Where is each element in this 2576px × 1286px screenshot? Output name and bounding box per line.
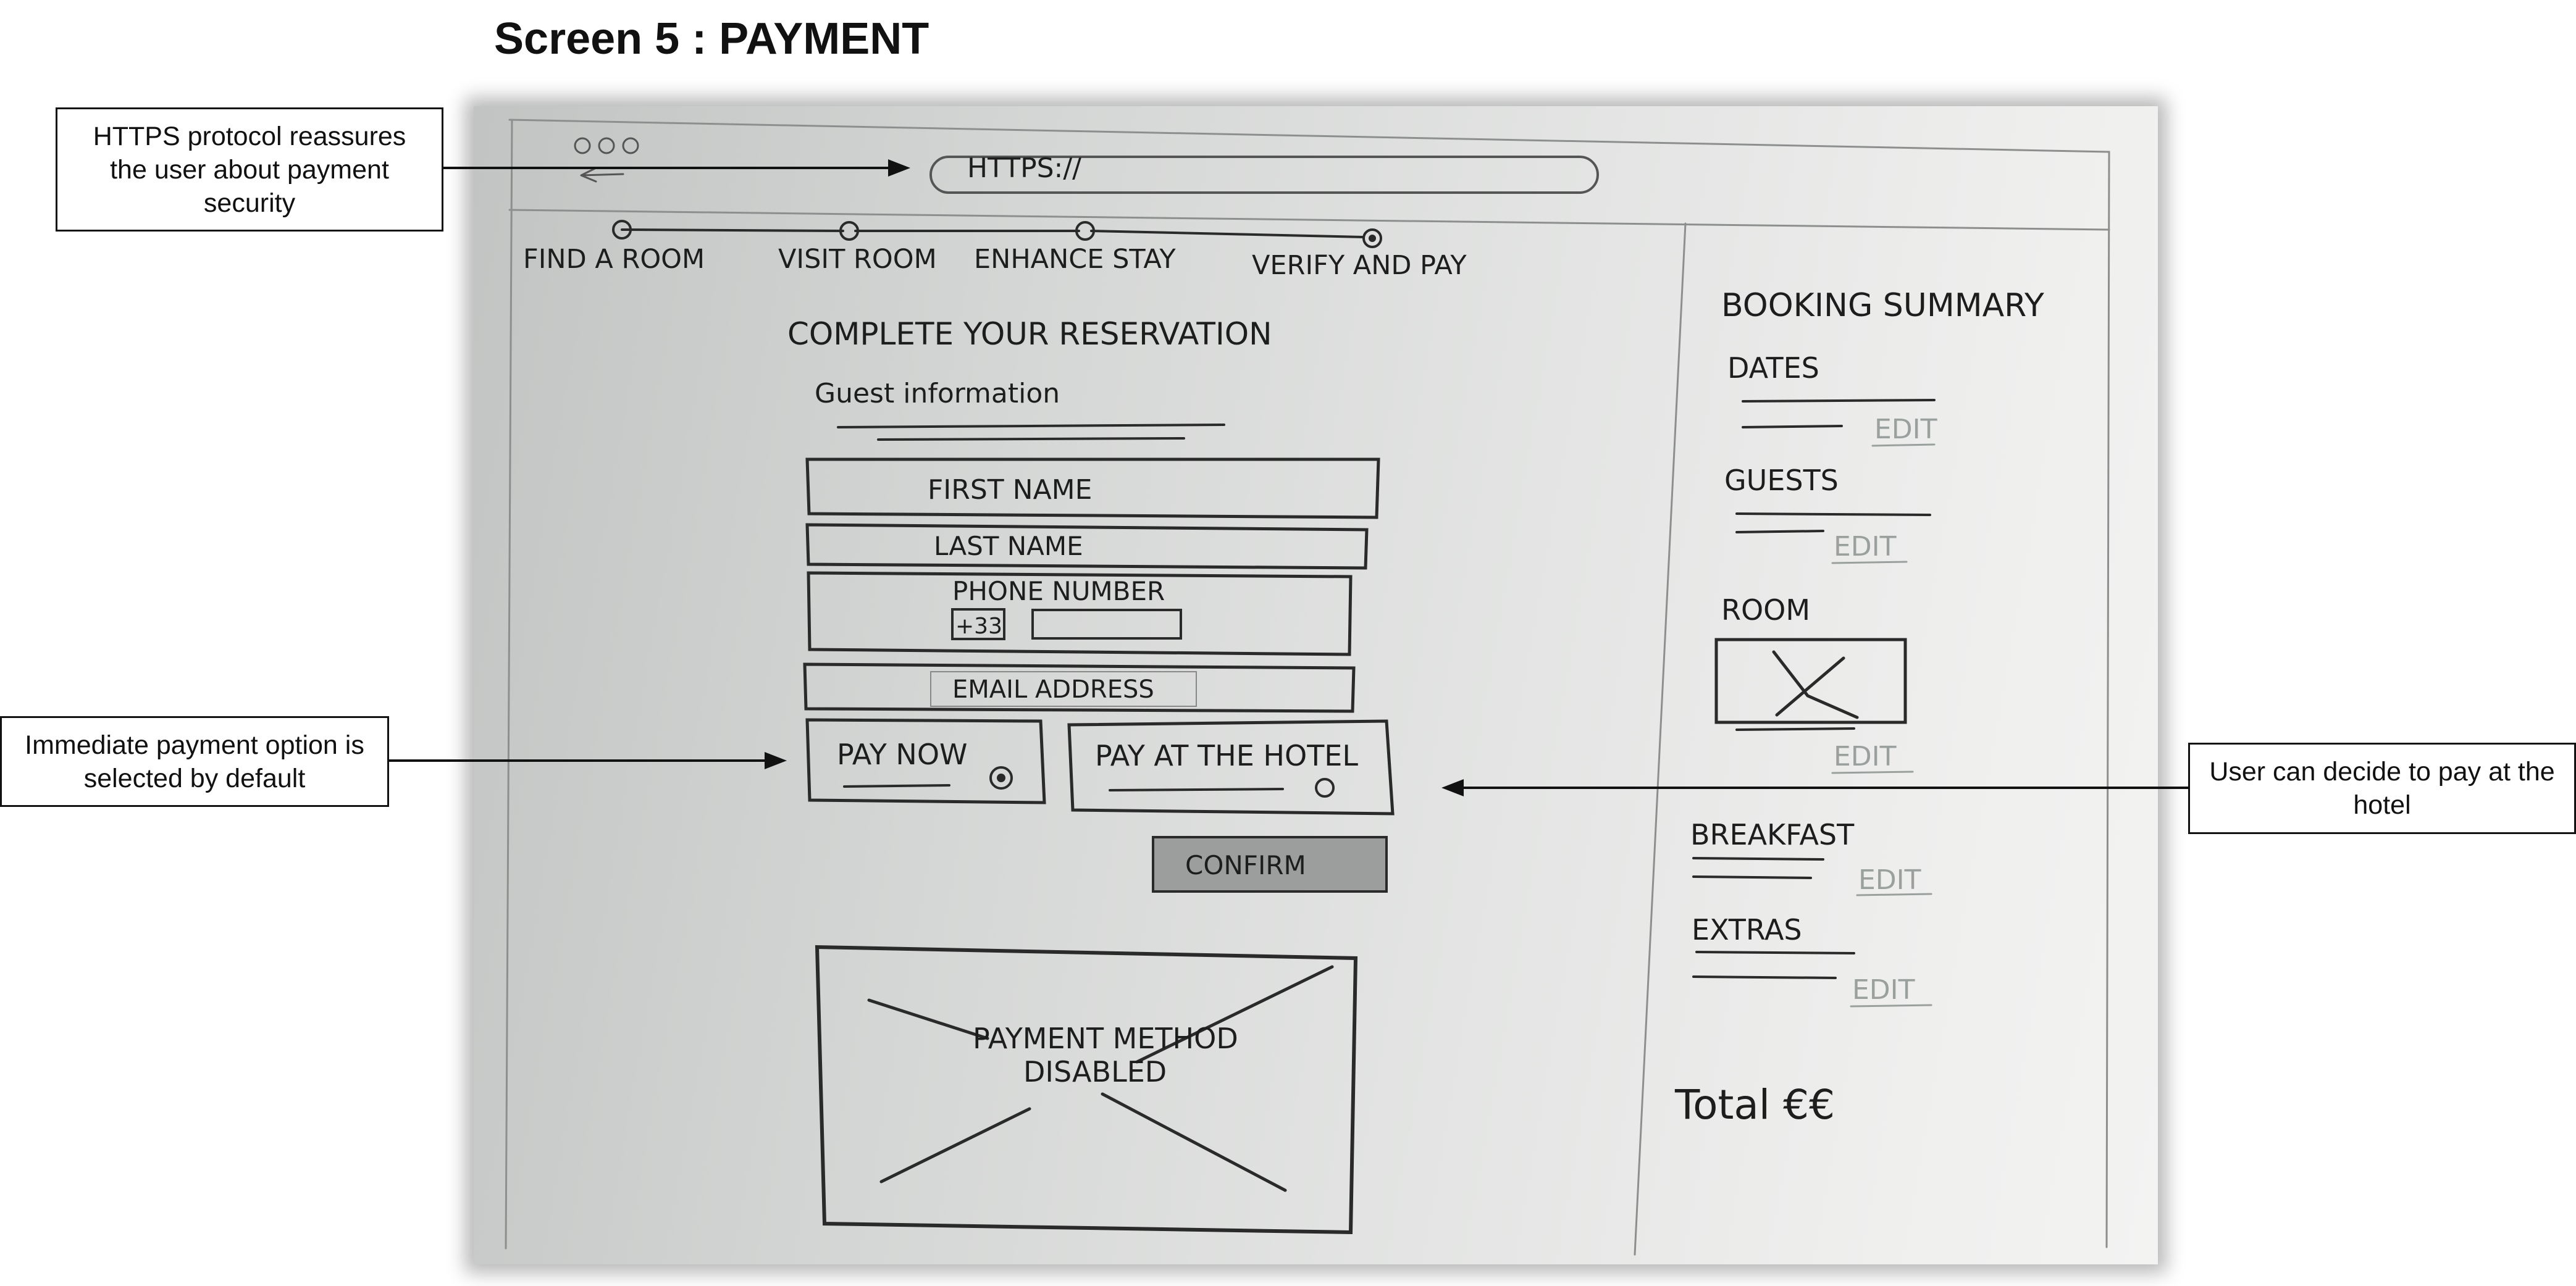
edit-dates-link[interactable]: EDIT	[1874, 414, 1937, 445]
payment-box-cross	[867, 965, 1334, 1192]
confirm-button[interactable]: CONFIRM	[1185, 850, 1306, 880]
step-marker-current-icon	[1362, 228, 1382, 248]
summary-total: Total €€	[1674, 1081, 1835, 1129]
country-code-select[interactable]: +33	[955, 614, 1002, 639]
url-text: HTTPS://	[967, 152, 1081, 184]
email-field[interactable]: EMAIL ADDRESS	[952, 675, 1154, 704]
annotation-default-text: Immediate payment option is selected by …	[25, 730, 364, 793]
sketch-paper: HTTPS:// FIND A ROOM VISIT ROOM ENHANCE …	[474, 106, 2158, 1264]
browser-frame	[508, 119, 2110, 1248]
first-name-field[interactable]: FIRST NAME	[928, 474, 1092, 506]
payment-method-box-outline	[815, 945, 1358, 1235]
email-label-box	[930, 671, 1197, 707]
form-heading: COMPLETE YOUR RESERVATION	[787, 316, 1272, 352]
summary-room: ROOM	[1721, 593, 1810, 627]
phone-number-input-box	[1031, 609, 1182, 640]
step-marker-icon	[612, 220, 632, 240]
window-dot-icon	[574, 137, 591, 154]
step-marker-icon	[839, 221, 859, 241]
edit-guests-link[interactable]: EDIT	[1834, 531, 1897, 562]
summary-breakfast: BREAKFAST	[1690, 818, 1855, 851]
summary-dates: DATES	[1727, 351, 1819, 385]
window-dot-icon	[598, 137, 615, 154]
phone-field-outline	[807, 571, 1353, 656]
step-marker-icon	[1075, 221, 1095, 241]
edit-extras-link[interactable]: EDIT	[1852, 974, 1915, 1006]
edit-room-link[interactable]: EDIT	[1834, 741, 1897, 772]
section-underline	[837, 424, 1225, 441]
room-image-placeholder	[1714, 638, 1907, 724]
annotation-hotel-text: User can decide to pay at the hotel	[2209, 757, 2555, 820]
country-code-box	[951, 608, 1005, 640]
summary-extras: EXTRAS	[1692, 913, 1802, 946]
email-field-outline	[803, 662, 1356, 713]
progress-line	[621, 228, 1364, 238]
pay-now-option[interactable]: PAY NOW	[837, 738, 968, 771]
sidebar-divider	[1634, 222, 1687, 1256]
pay-hotel-radio-icon	[1315, 778, 1335, 798]
wireframe-sketch: HTTPS:// FIND A ROOM VISIT ROOM ENHANCE …	[505, 119, 2110, 1256]
payment-disabled-line1: PAYMENT METHOD	[973, 1022, 1238, 1055]
step-label: VISIT ROOM	[778, 244, 937, 275]
summary-guests: GUESTS	[1724, 464, 1839, 497]
confirm-button-shape	[1152, 836, 1388, 893]
edit-breakfast-link[interactable]: EDIT	[1858, 864, 1921, 896]
step-label: VERIFY AND PAY	[1252, 250, 1467, 281]
form-section-label: Guest information	[815, 378, 1060, 409]
annotation-https: HTTPS protocol reassures the user about …	[56, 107, 443, 232]
room-image-cross	[1772, 650, 1859, 719]
step-label: ENHANCE STAY	[974, 244, 1176, 275]
pay-now-radio-icon	[989, 766, 1013, 790]
annotation-https-text: HTTPS protocol reassures the user about …	[93, 121, 406, 218]
last-name-field[interactable]: LAST NAME	[934, 531, 1083, 561]
address-bar-outline	[929, 156, 1599, 194]
annotation-hotel: User can decide to pay at the hotel	[2188, 743, 2576, 834]
browser-toolbar-divider	[508, 209, 2110, 231]
window-dot-icon	[622, 137, 639, 154]
last-name-field-outline	[805, 523, 1369, 570]
screen-title: Screen 5 : PAYMENT	[494, 14, 929, 64]
payment-disabled-line2: DISABLED	[1023, 1055, 1167, 1088]
annotation-default: Immediate payment option is selected by …	[0, 716, 389, 807]
back-arrow-icon	[580, 167, 624, 183]
first-name-field-outline	[805, 457, 1380, 519]
summary-heading: BOOKING SUMMARY	[1721, 287, 2044, 324]
pay-now-option-outline	[805, 718, 1046, 804]
pay-hotel-option-outline	[1067, 719, 1395, 816]
step-label: FIND A ROOM	[523, 244, 705, 275]
pay-at-hotel-option[interactable]: PAY AT THE HOTEL	[1095, 739, 1358, 772]
phone-number-label: PHONE NUMBER	[952, 576, 1165, 606]
